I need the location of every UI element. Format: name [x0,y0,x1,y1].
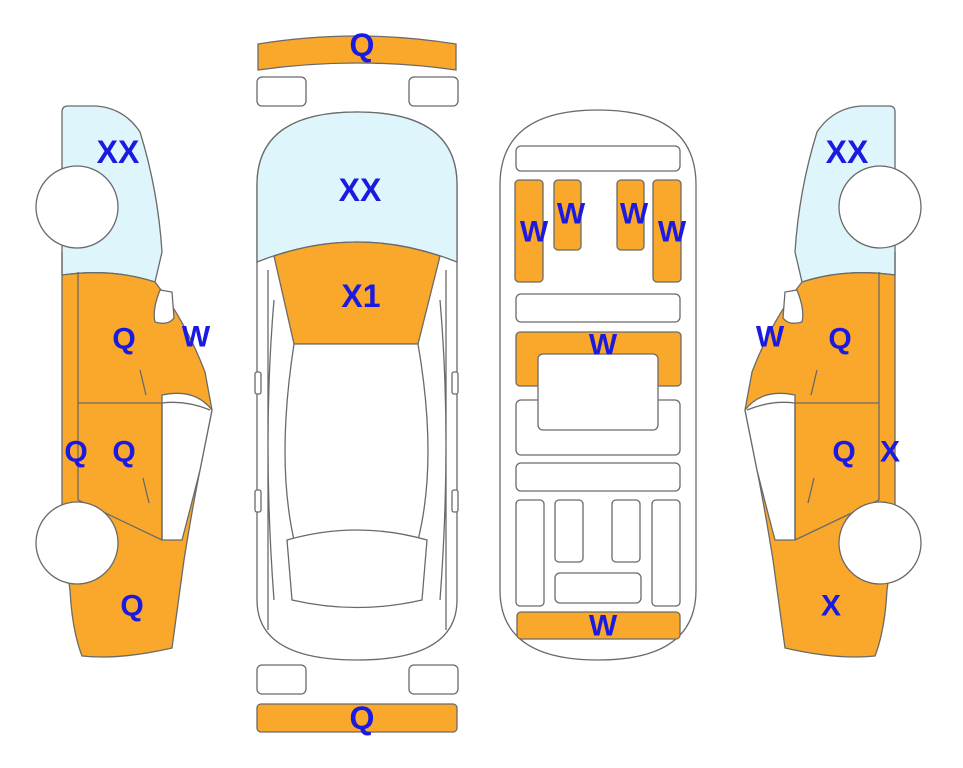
label-right-front-door: Q [828,323,851,356]
damage-labels: Q XX X1 Q XX Q W Q Q Q W W W W W W XX W … [64,27,900,736]
label-floor-seat-4: W [658,216,687,249]
floor-center-panel [537,353,659,431]
floor-rail-3 [611,499,641,563]
front-bumper[interactable] [257,35,457,71]
label-rear-bumper: Q [350,700,375,736]
left-front-wheel [35,165,119,249]
label-right-rocker: X [880,436,900,469]
floor-rail-2 [554,499,584,563]
right-rear-wheel [838,501,922,585]
top-cabin [284,343,429,541]
label-front-bumper: Q [350,27,375,63]
label-right-a-pillar: W [756,321,785,354]
floor-seat-3[interactable] [616,179,645,251]
left-side-view [35,105,213,658]
rear-left-lamp [256,664,307,695]
label-right-rear-door: Q [832,436,855,469]
label-left-front-door: Q [112,323,135,356]
label-floor-seat-3: W [620,198,649,231]
floor-seat-4[interactable] [652,179,682,283]
label-hood: X1 [341,278,380,314]
left-side-window [161,392,213,541]
front-left-lamp [256,76,307,107]
label-floor-seat-2: W [557,198,586,231]
rear-right-lamp [408,664,459,695]
floor-rear-cross [515,462,681,492]
front-right-lamp [408,76,459,107]
label-floor-cross-member: W [589,329,618,362]
floor-rear-panel[interactable] [516,611,681,640]
top-right-mirror [451,371,459,395]
right-a-pillar-window [782,289,804,324]
floor-seat-1[interactable] [514,179,544,283]
floor-mid-cross [515,293,681,323]
left-rear-wheel [35,501,119,585]
right-front-wheel [838,165,922,249]
floor-spare-well [554,572,642,604]
label-left-rocker: Q [64,436,87,469]
label-left-windshield: XX [97,134,140,170]
top-left-door-line [267,270,275,630]
label-floor-rear-panel: W [589,610,618,643]
top-left-handle [254,489,262,513]
label-left-rear-door: Q [112,436,135,469]
floor-rail-4 [651,499,681,607]
label-right-rear-quarter: X [821,590,841,623]
right-side-view [744,105,922,658]
rear-bumper[interactable] [256,703,458,733]
top-right-handle [451,489,459,513]
right-side-window [744,392,796,541]
floor-seat-2[interactable] [553,179,582,251]
top-left-mirror [254,371,262,395]
floor-rail-1 [515,499,545,607]
label-top-windshield: XX [339,172,382,208]
label-right-windshield: XX [826,134,869,170]
top-right-door-line [439,270,447,630]
floor-front-cross [515,145,681,172]
left-a-pillar-window [153,289,175,324]
label-floor-seat-1: W [520,216,549,249]
top-rear-window [286,529,428,609]
hood[interactable] [273,241,441,345]
label-left-rear-quarter: Q [120,590,143,623]
label-left-a-pillar: W [182,321,211,354]
